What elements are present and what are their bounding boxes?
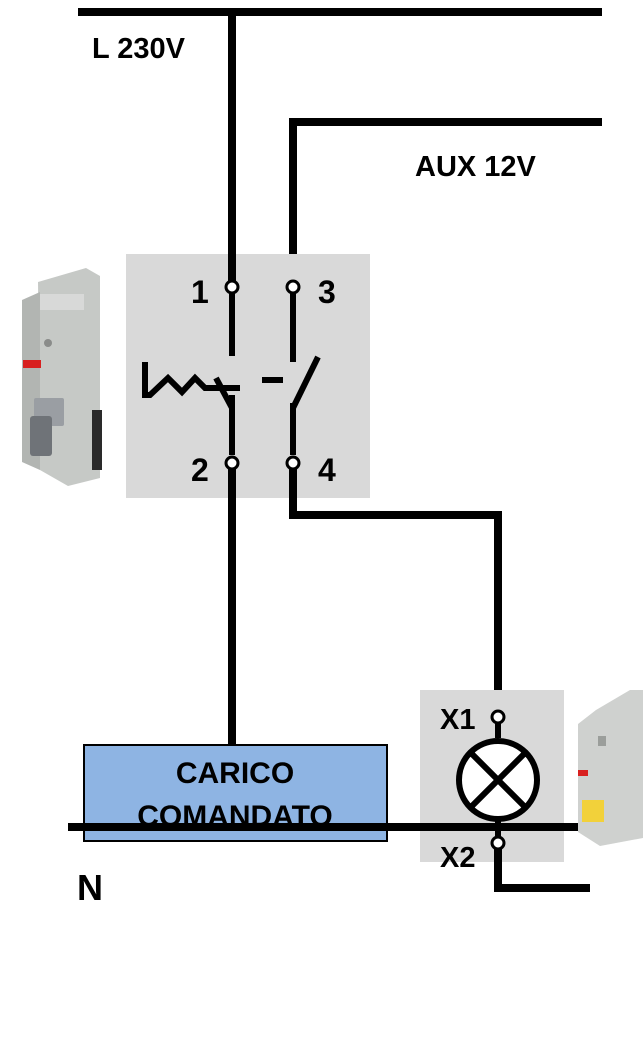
- terminal-4: [285, 455, 301, 471]
- terminal-1: [224, 279, 240, 295]
- aux-label: AUX 12V: [415, 151, 537, 183]
- switch-operator: [142, 362, 240, 398]
- line-label: L 230V: [92, 33, 186, 65]
- aux-bus: [289, 118, 602, 284]
- load-label-line1: CARICO: [176, 757, 294, 790]
- terminal-x2-label: X2: [440, 842, 475, 874]
- lamp-return-wire: [494, 849, 590, 892]
- terminal-2-label: 2: [191, 452, 209, 488]
- terminal-x2: [490, 835, 506, 851]
- terminal-3-label: 3: [318, 274, 336, 310]
- nc-contact-blade: [213, 376, 235, 410]
- terminal-x1-label: X1: [440, 704, 475, 736]
- modular-indicator-lamp-icon: [578, 690, 643, 846]
- terminal-3: [285, 279, 301, 295]
- modular-changeover-switch-icon: [22, 268, 102, 486]
- terminal-4-label: 4: [318, 452, 336, 488]
- lamp-feed-wire: [289, 469, 502, 712]
- neutral-label: N: [77, 867, 103, 908]
- terminal-x1: [490, 709, 506, 725]
- no-contact-blade: [290, 355, 321, 410]
- terminal-1-label: 1: [191, 274, 209, 310]
- lamp-cross-b: [467, 749, 529, 811]
- terminal-2: [224, 455, 240, 471]
